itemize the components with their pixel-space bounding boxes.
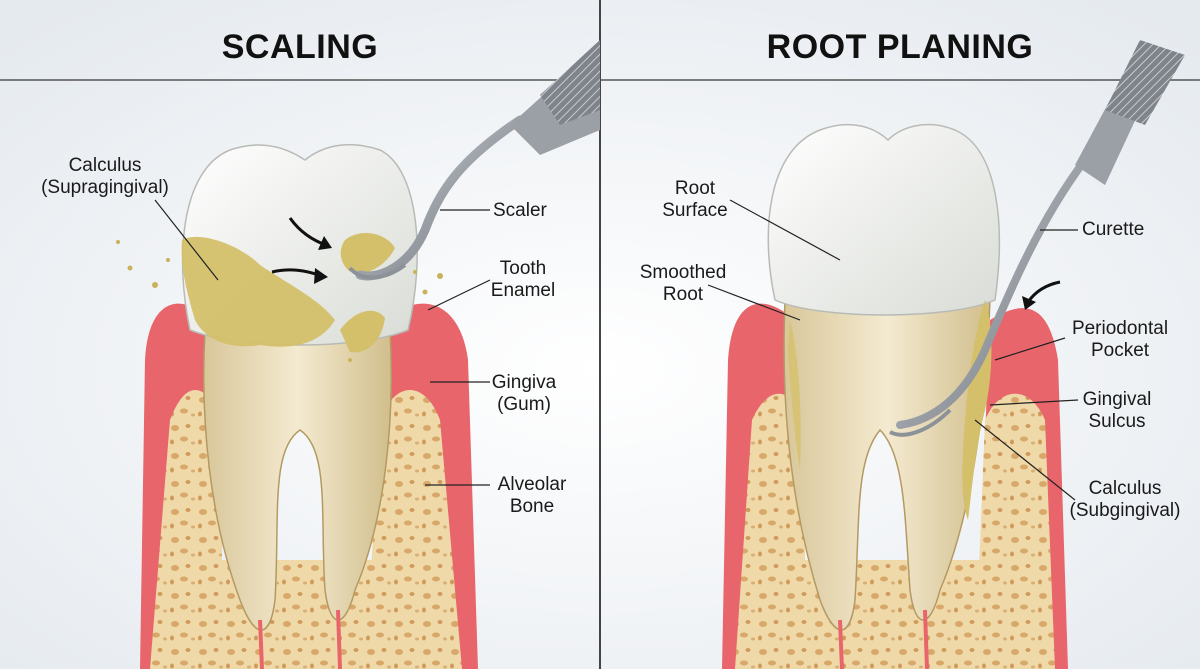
periodontal-pocket-label: Periodontal Pocket <box>1071 318 1169 361</box>
scaling-title: SCALING <box>221 28 379 66</box>
scaler-label: Scaler <box>493 200 547 221</box>
right-tooth-illustration <box>722 123 1068 669</box>
right-leader-lines <box>707 199 1079 501</box>
alveolar-bone-label: Alveolar Bone <box>497 474 567 517</box>
tooth-enamel-label: Tooth Enamel <box>490 258 556 301</box>
left-tooth-illustration <box>116 143 478 669</box>
calculus-subgingival-label: Calculus (Subgingival) <box>1069 478 1181 521</box>
gingiva-label: Gingiva (Gum) <box>491 372 557 415</box>
left-leader-lines <box>154 199 491 486</box>
calculus-supragingival-label: Calculus (Supragingival) <box>41 155 169 198</box>
root-surface-label: Root Surface <box>662 178 728 221</box>
curette-label: Curette <box>1082 219 1145 240</box>
root-planing-title: ROOT PLANING <box>766 28 1034 66</box>
gingival-sulcus-label: Gingival Sulcus <box>1082 389 1152 432</box>
scaler-instrument <box>348 40 600 281</box>
smoothed-root-label: Smoothed Root <box>639 262 727 305</box>
curette-instrument <box>889 40 1185 437</box>
